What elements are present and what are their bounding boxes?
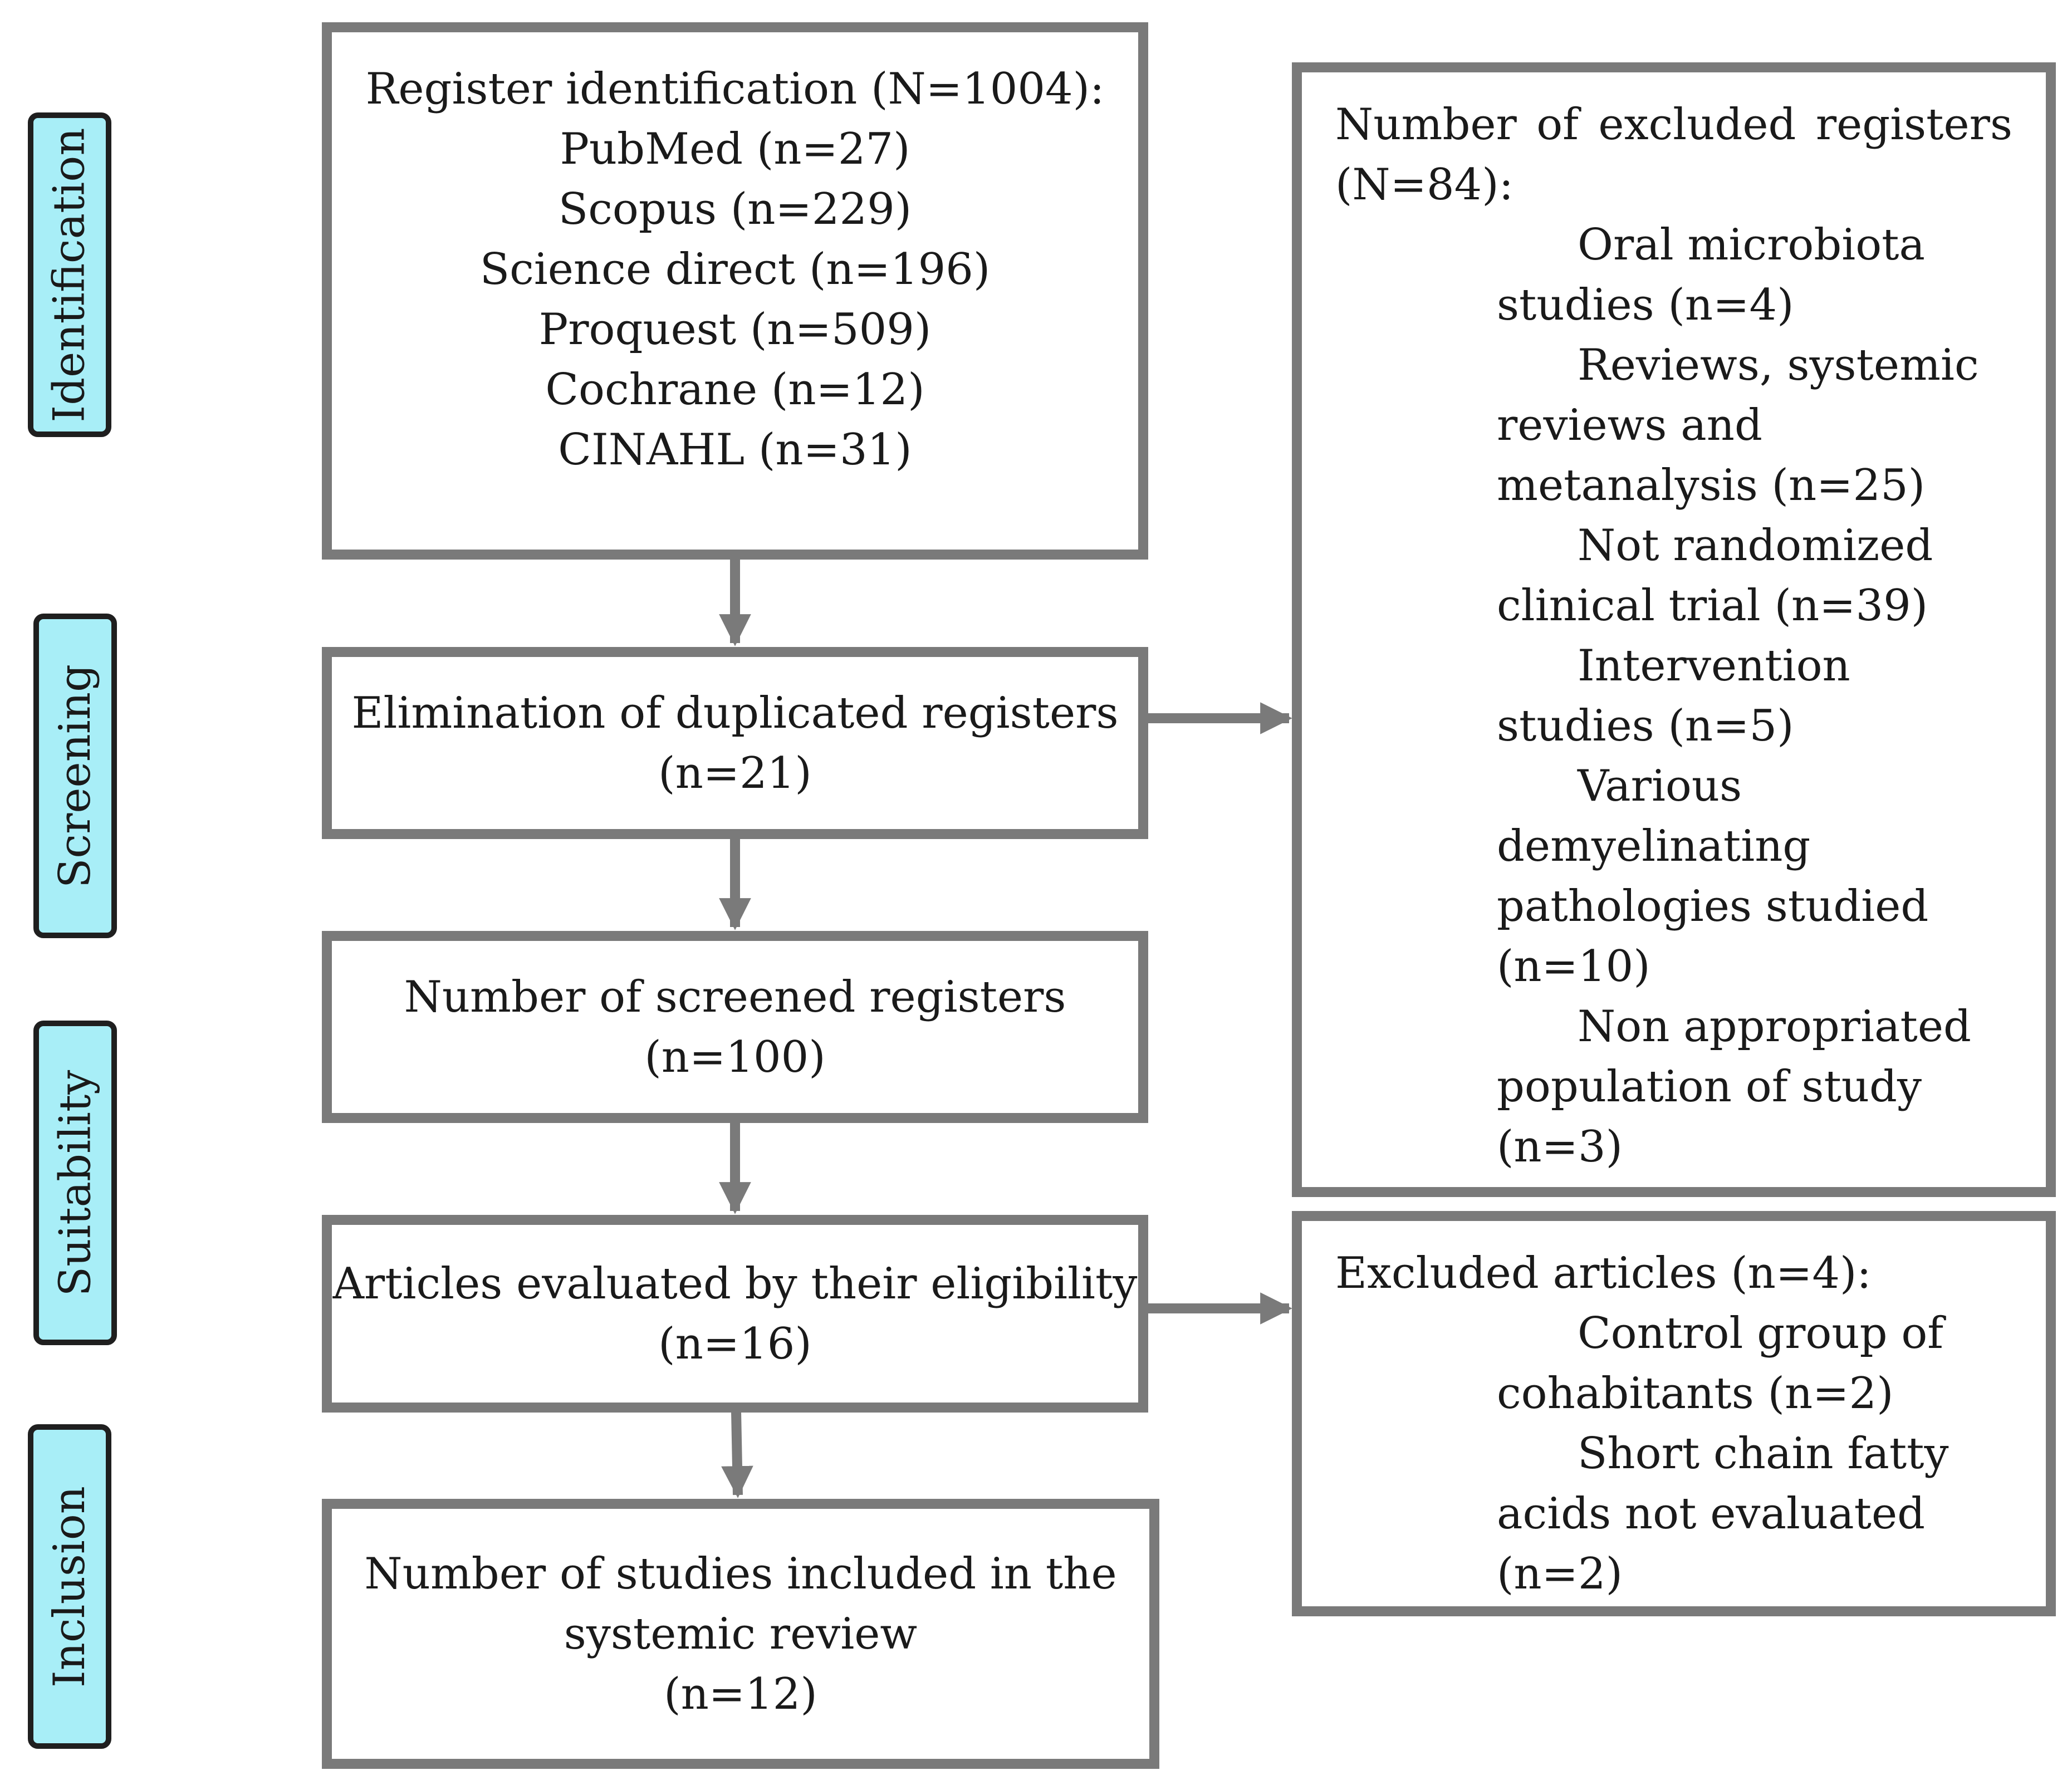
excluded-item-population: Non appropriated population of study (n=… bbox=[1497, 1002, 1971, 1172]
source-cochrane: Cochrane (n=12) bbox=[545, 365, 925, 415]
excluded-articles-box: Excluded articles (n=4): Control group o… bbox=[1292, 1211, 2056, 1616]
arrow-eligibility-to-included bbox=[721, 1411, 753, 1498]
stage-identification: Identification bbox=[28, 112, 111, 437]
excluded-articles-list: Control group of cohabitants (n=2) Short… bbox=[1335, 1303, 2012, 1604]
screened-label: Number of screened registers bbox=[404, 972, 1066, 1022]
excluded-item-oral-microbiota: Oral microbiota studies (n=4) bbox=[1497, 220, 1925, 330]
screened-count: (n=100) bbox=[644, 1032, 826, 1082]
excluded-item-reviews: Reviews, systemic reviews and metanalysi… bbox=[1497, 340, 1979, 511]
identification-title: Register identification (N=1004): bbox=[365, 64, 1105, 114]
included-count: (n=12) bbox=[664, 1669, 817, 1719]
source-scopus: Scopus (n=229) bbox=[558, 184, 912, 234]
excluded-item-demyelinating: Various demyelinating pathologies studie… bbox=[1497, 761, 1929, 992]
excluded-articles-title: Excluded articles (n=4): bbox=[1335, 1248, 1872, 1298]
source-pubmed: PubMed (n=27) bbox=[560, 124, 910, 174]
stage-suitability: Suitability bbox=[33, 1021, 117, 1345]
duplicates-count: (n=21) bbox=[658, 748, 812, 798]
included-label: Number of studies included in the bbox=[364, 1548, 1117, 1599]
excluded-item-control-group: Control group of cohabitants (n=2) bbox=[1497, 1308, 1944, 1419]
excluded-registers-box: Number of excluded registers (N=84): Ora… bbox=[1292, 62, 2056, 1197]
stage-screening: Screening bbox=[33, 614, 117, 938]
stage-inclusion: Inclusion bbox=[28, 1424, 111, 1749]
source-science-direct: Science direct (n=196) bbox=[479, 244, 991, 295]
eligibility-label: Articles evaluated by their eligibility bbox=[332, 1258, 1138, 1309]
source-proquest: Proquest (n=509) bbox=[538, 305, 932, 355]
excluded-registers-title: Number of excluded registers (N=84): bbox=[1335, 100, 2012, 210]
excluded-item-intervention: Intervention studies (n=5) bbox=[1497, 641, 1850, 751]
source-cinahl: CINAHL (n=31) bbox=[558, 425, 912, 475]
duplicates-label: Elimination of duplicated registers bbox=[351, 688, 1119, 738]
eligibility-count: (n=16) bbox=[658, 1318, 812, 1369]
screened-box: Number of screened registers (n=100) bbox=[322, 931, 1148, 1123]
identification-box: Register identification (N=1004): PubMed… bbox=[322, 22, 1148, 560]
duplicates-box: Elimination of duplicated registers (n=2… bbox=[322, 647, 1148, 839]
excluded-item-not-randomized: Not randomized clinical trial (n=39) bbox=[1497, 521, 1933, 631]
included-box: Number of studies included in the system… bbox=[322, 1499, 1159, 1769]
excluded-registers-list: Oral microbiota studies (n=4) Reviews, s… bbox=[1335, 215, 2012, 1177]
included-label-continued: systemic review bbox=[564, 1609, 918, 1659]
excluded-item-fatty-acids: Short chain fatty acids not evaluated (n… bbox=[1497, 1429, 1949, 1599]
eligibility-box: Articles evaluated by their eligibility … bbox=[322, 1215, 1148, 1413]
